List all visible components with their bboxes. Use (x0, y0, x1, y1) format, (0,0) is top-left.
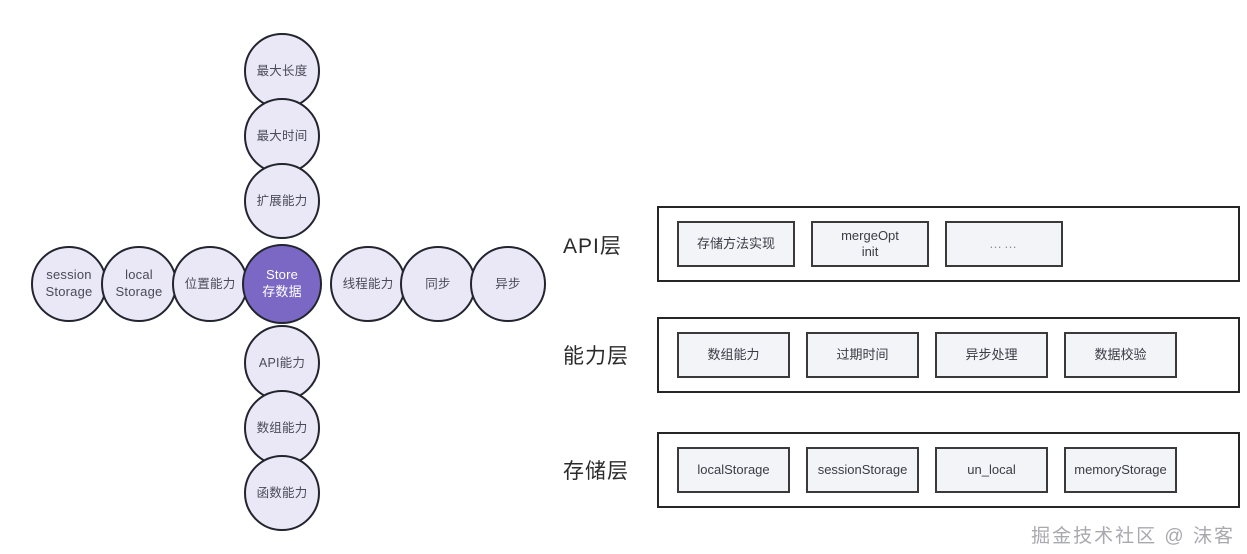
node-label: 异步 (495, 276, 521, 291)
layer-label-storage: 存储层 (563, 460, 629, 483)
layer-box-api: 存储方法实现 mergeOpt init …… (657, 206, 1240, 282)
cell-label-line1: un_local (967, 461, 1016, 477)
node-label: 最大长度 (256, 63, 308, 78)
node-local-storage[interactable]: local Storage (101, 246, 177, 322)
node-label: 线程能力 (342, 276, 394, 291)
cell-label-line2: init (861, 244, 879, 259)
cell-label-line1: memoryStorage (1074, 461, 1167, 477)
node-label: 数组能力 (256, 420, 308, 435)
layer-box-storage: localStorage sessionStorage un_local mem… (657, 432, 1240, 508)
layer-box-capability: 数组能力 过期时间 异步处理 数据校验 (657, 317, 1240, 393)
cell-async-processing[interactable]: 异步处理 (935, 332, 1048, 378)
cell-label-line1: 数组能力 (707, 346, 760, 362)
node-label-line2: 存数据 (262, 284, 302, 299)
node-store-center[interactable]: Store 存数据 (242, 244, 322, 324)
cell-local-storage[interactable]: localStorage (677, 447, 790, 493)
node-label-line2: Storage (115, 284, 163, 299)
node-label-line1: local (125, 267, 153, 283)
node-async[interactable]: 异步 (470, 246, 546, 322)
layer-label-capability: 能力层 (563, 345, 629, 368)
node-thread-capability[interactable]: 线程能力 (330, 246, 406, 322)
cell-un-local[interactable]: un_local (935, 447, 1048, 493)
node-label: API能力 (258, 355, 306, 370)
store-capability-cluster: 最大长度 最大时间 扩展能力 session Storage local Sto… (0, 0, 560, 554)
node-label: 同步 (425, 276, 451, 291)
cell-label-line1: 数据校验 (1094, 346, 1147, 362)
cell-label-line1: 异步处理 (965, 346, 1018, 362)
cell-label-line1: 过期时间 (836, 346, 889, 362)
node-label-line2: Storage (45, 284, 93, 299)
cell-label-line1: mergeOpt (841, 227, 899, 243)
node-sync[interactable]: 同步 (400, 246, 476, 322)
cell-storage-method-impl[interactable]: 存储方法实现 (677, 221, 795, 267)
node-position-capability[interactable]: 位置能力 (172, 246, 248, 322)
node-function-capability[interactable]: 函数能力 (244, 455, 320, 531)
cell-session-storage[interactable]: sessionStorage (806, 447, 919, 493)
cell-data-validation[interactable]: 数据校验 (1064, 332, 1177, 378)
watermark: 掘金技术社区 @ 沫客 (1031, 526, 1235, 547)
cell-ellipsis[interactable]: …… (945, 221, 1063, 267)
node-label: 函数能力 (256, 485, 308, 500)
cell-memory-storage[interactable]: memoryStorage (1064, 447, 1177, 493)
node-label: 位置能力 (184, 276, 236, 291)
cell-label-line1: sessionStorage (817, 461, 908, 477)
node-label: 扩展能力 (256, 193, 308, 208)
node-session-storage[interactable]: session Storage (31, 246, 107, 322)
cell-label-line1: 存储方法实现 (696, 235, 775, 251)
node-label-line1: session (46, 267, 92, 283)
cell-array-capability[interactable]: 数组能力 (677, 332, 790, 378)
cell-label-line1: localStorage (697, 461, 770, 477)
node-label: 最大时间 (256, 128, 308, 143)
cell-label-line1: …… (989, 235, 1019, 251)
node-max-length[interactable]: 最大长度 (244, 33, 320, 109)
cell-expiry-time[interactable]: 过期时间 (806, 332, 919, 378)
node-api-capability[interactable]: API能力 (244, 325, 320, 401)
cell-mergeopt-init[interactable]: mergeOpt init (811, 221, 929, 267)
node-extension-capability[interactable]: 扩展能力 (244, 163, 320, 239)
node-label-line1: Store (265, 267, 299, 283)
layer-label-api: API层 (563, 235, 622, 258)
